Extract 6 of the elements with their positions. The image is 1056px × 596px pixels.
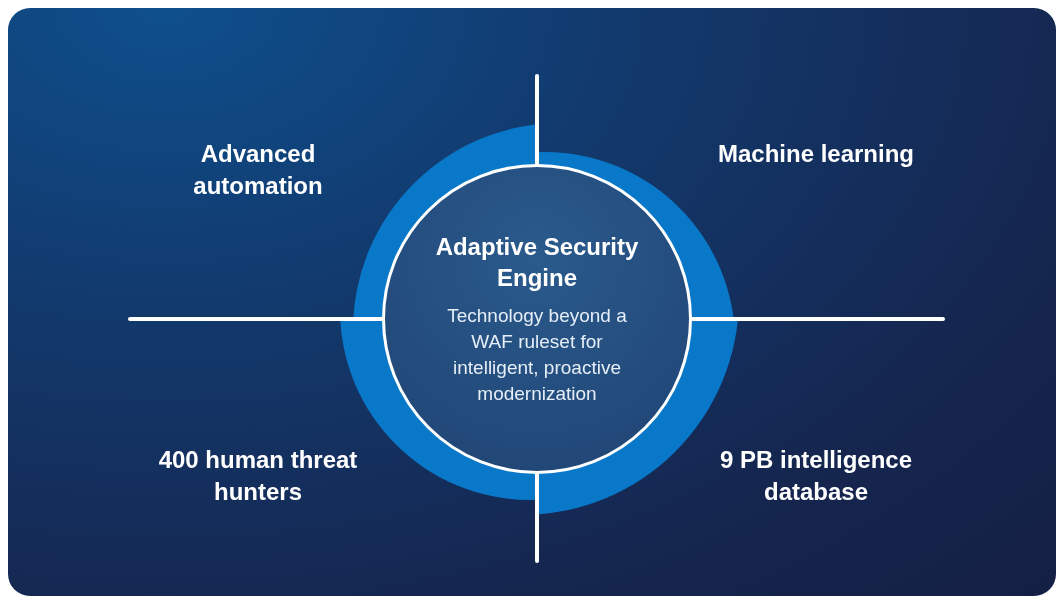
feature-label: Advanced automation (192, 139, 324, 201)
engine-title: Adaptive Security Engine (434, 232, 640, 293)
feature-label: 9 PB intelligence database (718, 445, 914, 507)
feature-label: Machine learning (716, 139, 915, 169)
feature-label: 400 human threat hunters (158, 445, 358, 507)
engine-description: Technology beyond a WAF ruleset for intelligent, proactive modernization (446, 304, 628, 406)
